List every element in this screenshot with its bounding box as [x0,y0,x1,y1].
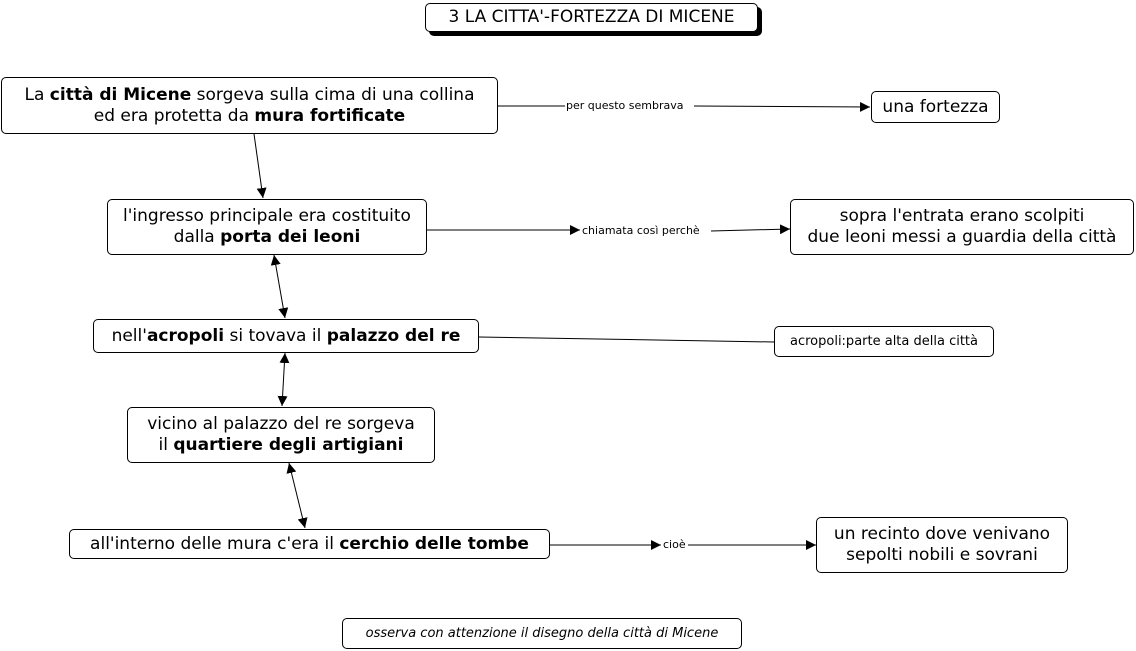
link-collina-ingresso [253,133,267,199]
node-acropoli[interactable]: nell'acropoli si tovava il palazzo del r… [93,319,479,353]
link-label-leoni [710,224,791,235]
node-ingresso-line1: l'ingresso principale era costituito [123,206,411,226]
node-leoni-line1: sopra l'entrata erano scolpiti [839,206,1085,226]
link-label-cioe: cioè [662,538,687,551]
node-quartiere[interactable]: vicino al palazzo del re sorgeva il quar… [127,407,435,463]
node-quartiere-line1: vicino al palazzo del re sorgeva [147,414,415,434]
node-citta-collina-line2: ed era protetta da mura fortificate [93,105,406,126]
node-citta-collina-line1: La città di Micene sorgeva sulla cima di… [24,84,475,105]
node-citta-collina[interactable]: La città di Micene sorgeva sulla cima di… [1,77,498,134]
node-ingresso[interactable]: l'ingresso principale era costituito dal… [107,199,427,255]
node-recinto-line2: sepolti nobili e sovrani [846,545,1038,565]
map-title-text: 3 LA CITTA'-FORTEZZA DI MICENE [448,7,735,27]
map-title: 3 LA CITTA'-FORTEZZA DI MICENE [425,3,758,32]
node-ingresso-line2: dalla porta dei leoni [173,227,361,247]
node-recinto-line1: un recinto dove venivano [833,524,1051,544]
node-cerchio-tombe-text: all'interno delle mura c'era il cerchio … [90,533,529,554]
link-quartiere-tombe [286,462,308,529]
node-fortezza[interactable]: una fortezza [871,91,1000,123]
node-quartiere-line2: il quartiere degli artigiani [158,435,404,455]
node-acropoli-definizione-text: acropoli:parte alta della città [790,334,978,349]
node-acropoli-text: nell'acropoli si tovava il palazzo del r… [111,325,461,346]
node-leoni-line2: due leoni messi a guardia della città [807,227,1117,247]
node-osserva-text: osserva con attenzione il disegno della … [365,626,719,641]
link-acropoli-def [478,336,775,343]
node-recinto[interactable]: un recinto dove venivano sepolti nobili … [816,517,1068,573]
node-osserva[interactable]: osserva con attenzione il disegno della … [342,618,742,649]
node-cerchio-tombe[interactable]: all'interno delle mura c'era il cerchio … [69,529,550,559]
node-leoni[interactable]: sopra l'entrata erano scolpiti due leoni… [790,199,1134,255]
node-fortezza-text: una fortezza [882,96,989,117]
node-acropoli-definizione[interactable]: acropoli:parte alta della città [774,326,994,357]
link-acropoli-quartiere [277,352,290,407]
link-label-per-questo: per questo sembrava [565,99,685,112]
link-ingresso-acropoli [270,254,289,319]
link-label-chiamata: chiamata così perchè [581,224,701,237]
link-label-fortezza [693,101,871,112]
